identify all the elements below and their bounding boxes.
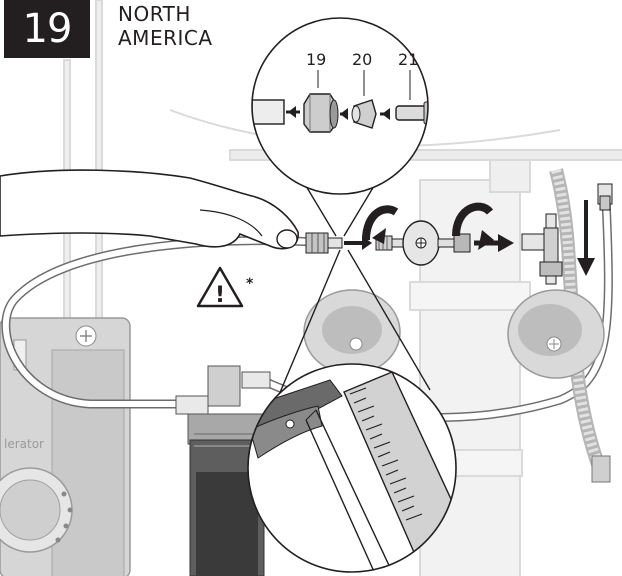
hand [0, 170, 298, 249]
cabinet-post-left [96, 0, 102, 330]
filter-outlet [242, 372, 270, 388]
warning-asterisk: * [246, 276, 254, 292]
region-line-1: NORTH [118, 2, 213, 26]
stem-nut [454, 234, 470, 252]
step-number: 19 [4, 0, 90, 58]
down-arrow [577, 200, 595, 276]
tube-fitting [306, 233, 342, 253]
part-label-21: 21 [398, 50, 418, 69]
warning-symbol: ! [215, 283, 225, 308]
part-19-nut [304, 94, 338, 132]
part-label-19: 19 [306, 50, 326, 69]
sink-drain [490, 160, 530, 192]
warning-icon: ! * [198, 268, 254, 308]
tee-adapter [522, 214, 562, 284]
drain-coupling [410, 282, 530, 310]
part-21-insert [396, 102, 430, 124]
region-label: NORTH AMERICA [118, 2, 213, 50]
region-line-2: AMERICA [118, 26, 213, 50]
tube-end [252, 100, 284, 124]
brand-text: lerator [4, 437, 44, 451]
part-label-20: 20 [352, 50, 372, 69]
filter-inlet [176, 396, 208, 414]
hose-nut [592, 456, 610, 482]
shutoff-valve-right [508, 290, 604, 378]
filter-head [208, 366, 240, 406]
hose-connector [598, 184, 612, 210]
